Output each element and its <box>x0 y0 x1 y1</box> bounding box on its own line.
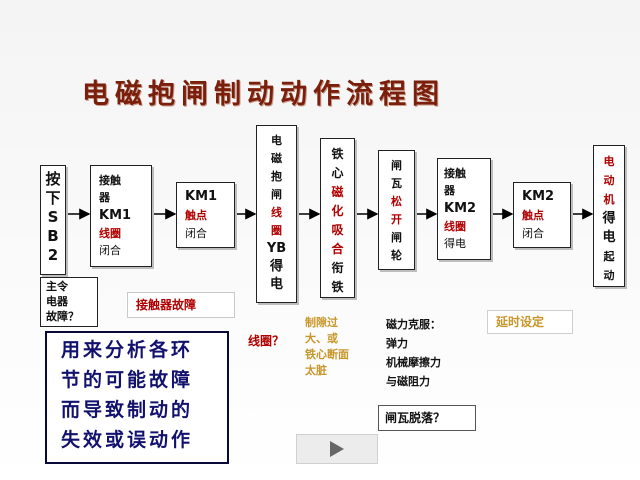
step-brake-shoe: 闸 瓦 松 开 闸 轮 <box>378 150 415 270</box>
motor-char: 电 <box>603 155 615 168</box>
km1-coil-l3: KM1 <box>99 208 132 223</box>
sb2-char: 2 <box>47 246 59 264</box>
iron-char: 铁 <box>331 147 344 161</box>
sb2-char: S <box>47 208 59 226</box>
shoe-drop-text: 闸瓦脱落？ <box>385 411 446 425</box>
analysis-note: 用来分析各环 节的可能故障 而导致制动的 失效或误动作 <box>45 331 229 464</box>
km1-contact-l2: 触点 <box>185 209 207 222</box>
km2-coil-l1: 接触 <box>444 167 466 180</box>
shoe-char: 瓦 <box>391 177 402 190</box>
magnetic-l2: 弹力 <box>386 337 408 350</box>
iron-char: 心 <box>331 166 344 180</box>
yb-char: 抱 <box>271 170 282 183</box>
km2-coil-l4: 线圈 <box>444 220 466 233</box>
analysis-line: 失效或误动作 <box>61 429 194 451</box>
iron-char: 化 <box>331 204 344 218</box>
fault-main-l1: 主令 <box>46 280 68 293</box>
iron-char: 吸 <box>331 223 344 237</box>
yb-char: YB <box>266 241 287 256</box>
air-gap-l2: 大、或 <box>305 332 338 345</box>
step-motor-start: 电 动 机 得 电 起 动 <box>593 145 625 287</box>
fault-coil: 线圈？ <box>248 334 285 348</box>
fault-shoe-drop: 闸瓦脱落？ <box>378 405 476 431</box>
shoe-char: 闸 <box>391 231 402 244</box>
air-gap-l4: 太脏 <box>305 364 327 377</box>
yb-char: 电 <box>271 134 282 147</box>
yb-char: 电 <box>269 277 283 292</box>
motor-char: 机 <box>603 193 615 206</box>
step-km2-coil: 接触 器 KM2 线圈 得电 <box>437 158 491 260</box>
shoe-char: 开 <box>391 213 402 226</box>
km1-coil-l1: 接触 <box>99 174 121 187</box>
magnetic-l3: 机械摩擦力 <box>386 356 441 369</box>
iron-char: 合 <box>331 242 344 256</box>
fault-main-l3: 故障？ <box>46 310 79 323</box>
analysis-line: 用来分析各环 <box>61 339 194 361</box>
km1-coil-l2: 器 <box>99 191 110 204</box>
fault-contactor: 接触器故障 <box>127 292 235 318</box>
yb-char: 闸 <box>271 188 282 201</box>
km2-contact-l2: 触点 <box>522 209 544 222</box>
km1-contact-l1: KM1 <box>185 189 218 204</box>
km2-coil-l2: 器 <box>444 184 455 197</box>
iron-char: 磁 <box>331 185 344 199</box>
fault-delay-setting: 延时设定 <box>487 310 573 334</box>
fault-main-switch: 主令 电器 故障？ <box>40 277 98 327</box>
step-km2-contact: KM2 触点 闭合 <box>513 182 571 248</box>
analysis-line: 节的可能故障 <box>61 369 194 391</box>
shoe-char: 闸 <box>391 159 402 172</box>
sb2-char: 下 <box>45 189 61 207</box>
fault-contactor-text: 接触器故障 <box>136 298 197 312</box>
motor-char: 动 <box>603 269 615 282</box>
yb-char: 圈 <box>271 224 282 237</box>
sb2-char: B <box>47 227 59 245</box>
km2-contact-l1: KM2 <box>522 189 555 204</box>
yb-char: 得 <box>269 259 283 274</box>
motor-char: 动 <box>603 174 615 187</box>
motor-char: 得 <box>602 211 616 226</box>
fault-magnetic-force: 磁力克服： 弹力 机械摩擦力 与磁阻力 <box>386 315 441 391</box>
motor-char: 起 <box>603 250 615 263</box>
air-gap-l3: 铁心断面 <box>305 348 349 361</box>
shoe-char: 轮 <box>391 249 402 262</box>
km1-coil-l4: 线圈 <box>99 227 121 240</box>
shoe-char: 松 <box>391 195 402 208</box>
magnetic-l1: 磁力克服： <box>386 318 441 331</box>
page-title: 电磁抱闸制动动作流程图 <box>82 79 445 110</box>
fault-air-gap: 制隙过 大、或 铁心断面 太脏 <box>305 315 349 379</box>
delay-text: 延时设定 <box>496 315 545 329</box>
iron-char: 衔 <box>331 261 344 275</box>
yb-char: 磁 <box>271 152 282 165</box>
motor-char: 电 <box>602 230 616 245</box>
yb-char: 线 <box>271 206 282 219</box>
step-press-sb2: 按 下 S B 2 <box>40 165 66 275</box>
step-iron-core: 铁 心 磁 化 吸 合 衔 铁 <box>320 138 355 298</box>
step-km1-coil: 接触 器 KM1 线圈 闭合 <box>90 165 152 267</box>
km2-coil-l5: 得电 <box>444 237 466 250</box>
km1-coil-l5: 闭合 <box>99 244 121 257</box>
km1-contact-l3: 闭合 <box>185 227 207 240</box>
fault-main-l2: 电器 <box>46 295 68 308</box>
analysis-line: 而导致制动的 <box>61 399 194 421</box>
air-gap-l1: 制隙过 <box>305 316 338 329</box>
play-icon[interactable] <box>330 441 344 457</box>
km2-coil-l3: KM2 <box>444 201 477 216</box>
magnetic-l4: 与磁阻力 <box>386 375 430 388</box>
iron-char: 铁 <box>331 280 344 294</box>
step-yb-coil: 电 磁 抱 闸 线 圈 YB 得 电 <box>256 125 297 303</box>
km2-contact-l3: 闭合 <box>522 227 544 240</box>
sb2-char: 按 <box>45 170 61 188</box>
step-km1-contact: KM1 触点 闭合 <box>176 182 235 248</box>
